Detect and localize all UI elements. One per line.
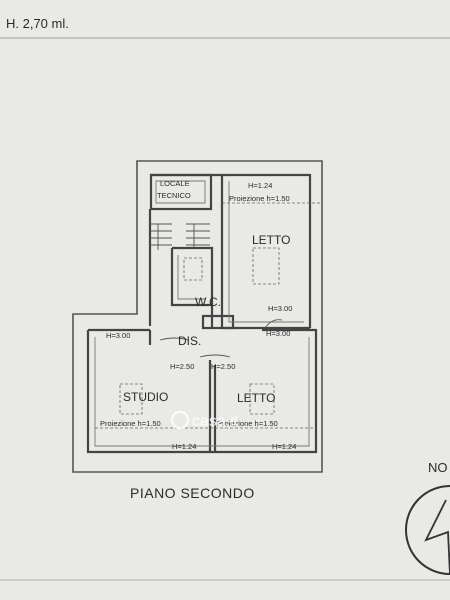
room-label-letto-top: LETTO: [252, 233, 290, 247]
floor-title: PIANO SECONDO: [130, 485, 255, 501]
wall-linings: [94, 180, 310, 447]
room-label-letto-bottom: LETTO: [237, 391, 275, 405]
room-label-studio: STUDIO: [123, 390, 168, 404]
watermark: casa.it: [171, 411, 239, 430]
north-arrow-icon: [405, 485, 450, 575]
proiezione-top: Proiezione h=1.50: [229, 194, 290, 203]
height-studio-bottom: H=1.24: [172, 442, 196, 451]
height-note: H. 2,70 ml.: [6, 16, 69, 31]
height-letto-top: H=1.24: [248, 181, 272, 190]
stairs: [150, 223, 210, 250]
height-right-mid: H=3.00: [266, 329, 290, 338]
height-letto-bottom: H=1.24: [272, 442, 296, 451]
room-label-tecnico: TECNICO: [157, 191, 191, 200]
room-label-dis: DIS.: [178, 334, 201, 348]
watermark-text: casa.it: [192, 413, 239, 430]
room-label-locale: LOCALE: [160, 179, 190, 188]
height-dis-left: H=2.50: [170, 362, 194, 371]
north-label: NO: [428, 460, 448, 475]
watermark-icon: [171, 411, 189, 429]
projection-lines: [95, 202, 322, 429]
room-label-wc: W.C.: [195, 295, 221, 309]
proiezione-letto: Proiezione h=1.50: [217, 419, 278, 428]
north-arrow-bolt: [424, 499, 450, 576]
north-arrow: NO: [405, 460, 450, 576]
outer-boundary: [72, 160, 323, 473]
proiezione-studio: Proiezione h=1.50: [100, 419, 161, 428]
height-letto-top-mid: H=3.00: [268, 304, 292, 313]
height-dis-right: H=2.50: [211, 362, 235, 371]
door-arcs: [159, 319, 283, 358]
walls: [86, 173, 318, 454]
height-left-mid: H=3.00: [106, 331, 130, 340]
